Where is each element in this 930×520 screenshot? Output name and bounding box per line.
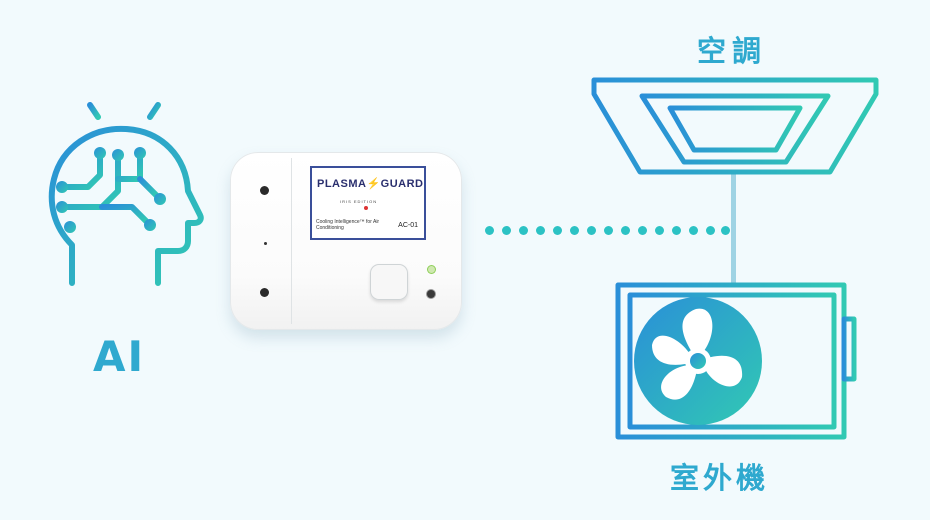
brand-name: PLASMA⚡GUARD xyxy=(317,177,424,190)
refrigerant-pipe xyxy=(731,174,736,286)
outdoor-unit-label: 室外機 xyxy=(670,461,770,495)
bolt-icon: ⚡ xyxy=(366,178,381,190)
logo-mark-icon xyxy=(364,206,368,210)
sensor-icon xyxy=(427,290,435,298)
outdoor-unit-fan-icon xyxy=(615,282,857,440)
brand-right: GUARD xyxy=(380,178,424,190)
status-led-icon xyxy=(428,266,435,273)
ai-brain-head-icon xyxy=(48,94,204,286)
connector-dot xyxy=(672,226,681,235)
connector-dot xyxy=(689,226,698,235)
brand-left: PLASMA xyxy=(317,178,367,190)
screw-bottom xyxy=(260,288,269,297)
wireless-connection-dots xyxy=(485,226,735,236)
connector-dot xyxy=(638,226,647,235)
screw-top xyxy=(260,186,269,195)
device-label-card: PLASMA⚡GUARD IRIS EDITION Cooling Intell… xyxy=(310,166,426,240)
connector-dot xyxy=(655,226,664,235)
device-button[interactable] xyxy=(370,264,408,300)
edition-text: IRIS EDITION xyxy=(340,199,378,204)
connector-dot xyxy=(553,226,562,235)
connector-dot xyxy=(604,226,613,235)
ceiling-cassette-ac-icon xyxy=(591,77,879,175)
connector-dot xyxy=(706,226,715,235)
connector-dot xyxy=(570,226,579,235)
reset-pinhole xyxy=(264,242,267,245)
device-subline: Cooling Intelligence™ for Air Conditioni… xyxy=(316,219,380,231)
connector-dot xyxy=(519,226,528,235)
connector-dot xyxy=(721,226,730,235)
plasma-guard-device: PLASMA⚡GUARD IRIS EDITION Cooling Intell… xyxy=(230,152,462,330)
connector-dot xyxy=(587,226,596,235)
connector-dot xyxy=(621,226,630,235)
connector-dot xyxy=(485,226,494,235)
device-seam xyxy=(291,158,292,324)
connector-dot xyxy=(502,226,511,235)
air-conditioner-label: 空調 xyxy=(697,34,768,68)
ai-label: AI xyxy=(93,332,146,381)
connector-dot xyxy=(536,226,545,235)
model-number: AC-01 xyxy=(398,222,418,229)
